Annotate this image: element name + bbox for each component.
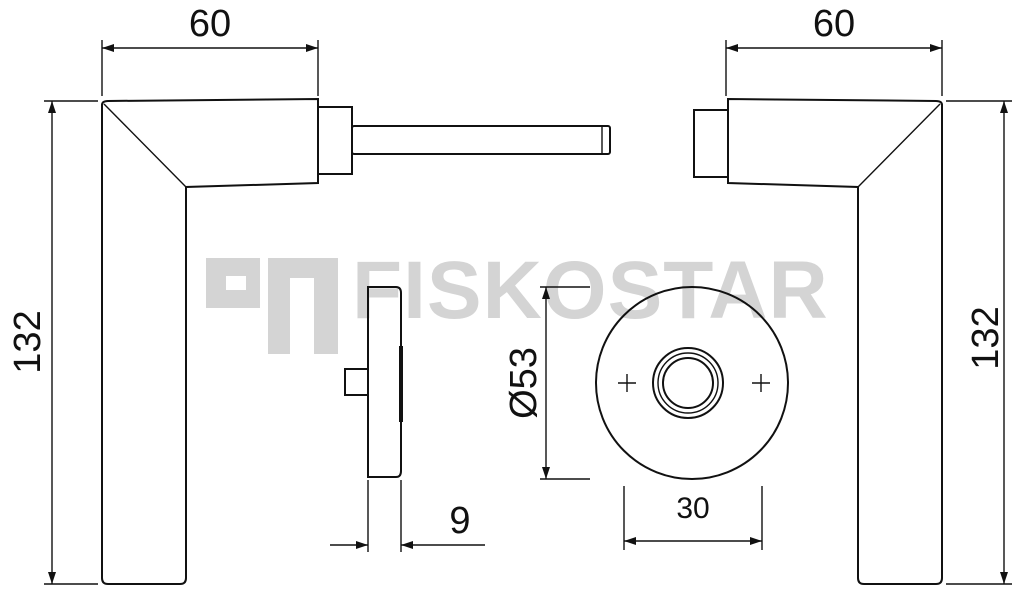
watermark-text: FISKOSTAR (352, 245, 829, 336)
watermark: FISKOSTAR (206, 245, 829, 354)
dim-rosette-diameter: Ø53 (503, 286, 590, 480)
dim-hole-spacing: 30 (623, 486, 763, 550)
screw-hole-left-icon (618, 374, 636, 392)
screw-hole-right-icon (752, 374, 770, 392)
dim-right-width: 60 (725, 3, 943, 96)
dim-label-left-width: 60 (189, 3, 231, 45)
left-handle (101, 97, 611, 585)
watermark-logo-icon (206, 258, 338, 354)
dim-rosette-thickness: 9 (330, 480, 485, 552)
dim-left-width: 60 (101, 3, 319, 96)
dim-label-rosette-diameter: Ø53 (503, 347, 545, 419)
right-handle (693, 97, 943, 585)
rosette-front-view (595, 286, 789, 480)
dim-label-left-height: 132 (7, 310, 49, 373)
dim-label-right-height: 132 (965, 306, 1007, 369)
rosette-side-view (344, 286, 403, 478)
dim-left-height: 132 (7, 100, 98, 585)
dim-right-height: 132 (946, 100, 1012, 585)
dim-label-right-width: 60 (813, 3, 855, 45)
dim-label-hole-spacing: 30 (676, 492, 709, 525)
dim-label-rosette-thickness: 9 (449, 500, 470, 542)
